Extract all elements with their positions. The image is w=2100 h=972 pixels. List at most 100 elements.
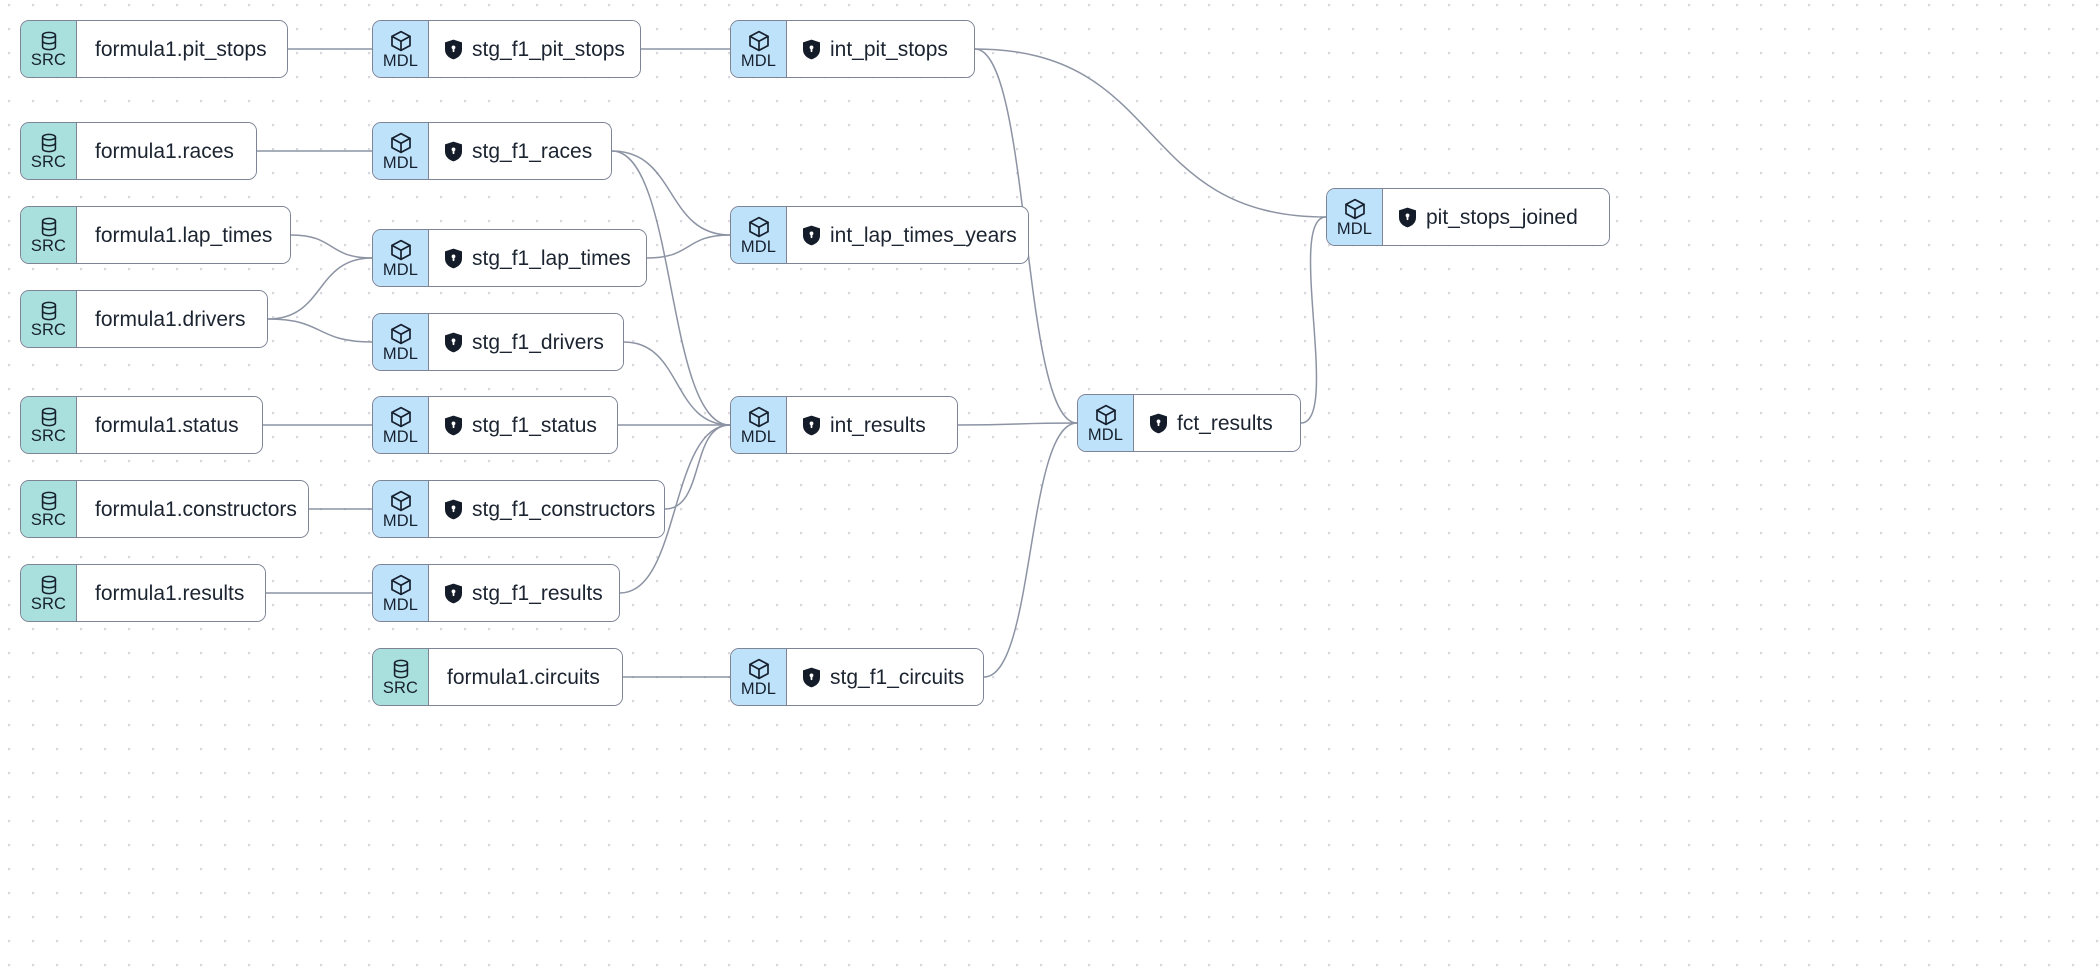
node-body: stg_f1_lap_times <box>429 230 646 286</box>
node-label: pit_stops_joined <box>1426 205 1578 229</box>
source-badge: SRC <box>21 123 77 179</box>
badge-label: SRC <box>30 153 67 171</box>
badge-label: MDL <box>382 512 419 530</box>
model-badge: MDL <box>373 123 429 179</box>
node-pit_stops_joined[interactable]: MDL pit_stops_joined <box>1326 188 1610 246</box>
node-src_lap_times[interactable]: SRC formula1.lap_times <box>20 206 291 264</box>
node-label: int_results <box>830 413 926 437</box>
node-stg_constructors[interactable]: MDL stg_f1_constructors <box>372 480 665 538</box>
node-body: stg_f1_circuits <box>787 649 983 705</box>
shield-lock-icon <box>444 499 463 520</box>
badge-label: MDL <box>1336 220 1373 238</box>
node-label: formula1.status <box>95 413 239 437</box>
database-icon <box>38 300 60 322</box>
node-body: int_results <box>787 397 957 453</box>
node-label: stg_f1_lap_times <box>472 246 631 270</box>
node-label: int_pit_stops <box>830 37 948 61</box>
node-label: formula1.drivers <box>95 307 246 331</box>
node-body: stg_f1_results <box>429 565 619 621</box>
node-body: int_lap_times_years <box>787 207 1028 263</box>
node-label: formula1.pit_stops <box>95 37 267 61</box>
model-badge: MDL <box>731 649 787 705</box>
badge-label: MDL <box>740 428 777 446</box>
cube-icon <box>747 405 771 429</box>
node-body: pit_stops_joined <box>1383 189 1609 245</box>
node-src_status[interactable]: SRC formula1.status <box>20 396 263 454</box>
node-stg_lap_times[interactable]: MDL stg_f1_lap_times <box>372 229 647 287</box>
badge-label: MDL <box>382 261 419 279</box>
source-badge: SRC <box>21 397 77 453</box>
model-badge: MDL <box>731 207 787 263</box>
badge-label: MDL <box>740 238 777 256</box>
source-badge: SRC <box>21 481 77 537</box>
node-body: int_pit_stops <box>787 21 974 77</box>
node-body: formula1.races <box>77 123 256 179</box>
source-badge: SRC <box>21 207 77 263</box>
node-fct_results[interactable]: MDL fct_results <box>1077 394 1301 452</box>
node-body: stg_f1_pit_stops <box>429 21 640 77</box>
shield-lock-icon <box>1149 413 1168 434</box>
badge-label: SRC <box>30 595 67 613</box>
shield-lock-icon <box>444 415 463 436</box>
node-src_races[interactable]: SRC formula1.races <box>20 122 257 180</box>
node-label: stg_f1_constructors <box>472 497 656 521</box>
badge-label: MDL <box>382 428 419 446</box>
badge-label: MDL <box>1087 426 1124 444</box>
shield-lock-icon <box>444 583 463 604</box>
shield-lock-icon <box>444 141 463 162</box>
source-badge: SRC <box>373 649 429 705</box>
source-badge: SRC <box>21 565 77 621</box>
database-icon <box>38 30 60 52</box>
badge-label: MDL <box>740 52 777 70</box>
cube-icon <box>389 131 413 155</box>
node-body: formula1.circuits <box>429 649 622 705</box>
cube-icon <box>389 489 413 513</box>
node-body: formula1.lap_times <box>77 207 290 263</box>
node-body: fct_results <box>1134 395 1300 451</box>
node-label: int_lap_times_years <box>830 223 1017 247</box>
node-stg_circuits[interactable]: MDL stg_f1_circuits <box>730 648 984 706</box>
model-badge: MDL <box>1078 395 1134 451</box>
cube-icon <box>389 405 413 429</box>
node-int_pit_stops[interactable]: MDL int_pit_stops <box>730 20 975 78</box>
database-icon <box>38 132 60 154</box>
node-label: stg_f1_status <box>472 413 597 437</box>
node-stg_status[interactable]: MDL stg_f1_status <box>372 396 618 454</box>
node-src_results[interactable]: SRC formula1.results <box>20 564 266 622</box>
node-stg_results[interactable]: MDL stg_f1_results <box>372 564 620 622</box>
cube-icon <box>389 322 413 346</box>
node-body: stg_f1_races <box>429 123 611 179</box>
cube-icon <box>389 29 413 53</box>
node-label: fct_results <box>1177 411 1273 435</box>
model-badge: MDL <box>373 481 429 537</box>
node-src_pit_stops[interactable]: SRC formula1.pit_stops <box>20 20 288 78</box>
badge-label: MDL <box>740 680 777 698</box>
node-label: formula1.results <box>95 581 245 605</box>
badge-label: SRC <box>30 51 67 69</box>
node-body: formula1.pit_stops <box>77 21 287 77</box>
cube-icon <box>747 29 771 53</box>
source-badge: SRC <box>21 21 77 77</box>
node-label: stg_f1_circuits <box>830 665 965 689</box>
badge-label: MDL <box>382 596 419 614</box>
node-int_results[interactable]: MDL int_results <box>730 396 958 454</box>
node-int_lap_times_years[interactable]: MDL int_lap_times_years <box>730 206 1029 264</box>
model-badge: MDL <box>731 21 787 77</box>
model-badge: MDL <box>373 21 429 77</box>
badge-label: SRC <box>30 237 67 255</box>
cube-icon <box>389 238 413 262</box>
node-body: stg_f1_status <box>429 397 617 453</box>
node-body: formula1.constructors <box>77 481 308 537</box>
model-badge: MDL <box>373 565 429 621</box>
node-label: stg_f1_drivers <box>472 330 604 354</box>
node-body: stg_f1_drivers <box>429 314 623 370</box>
model-badge: MDL <box>1327 189 1383 245</box>
